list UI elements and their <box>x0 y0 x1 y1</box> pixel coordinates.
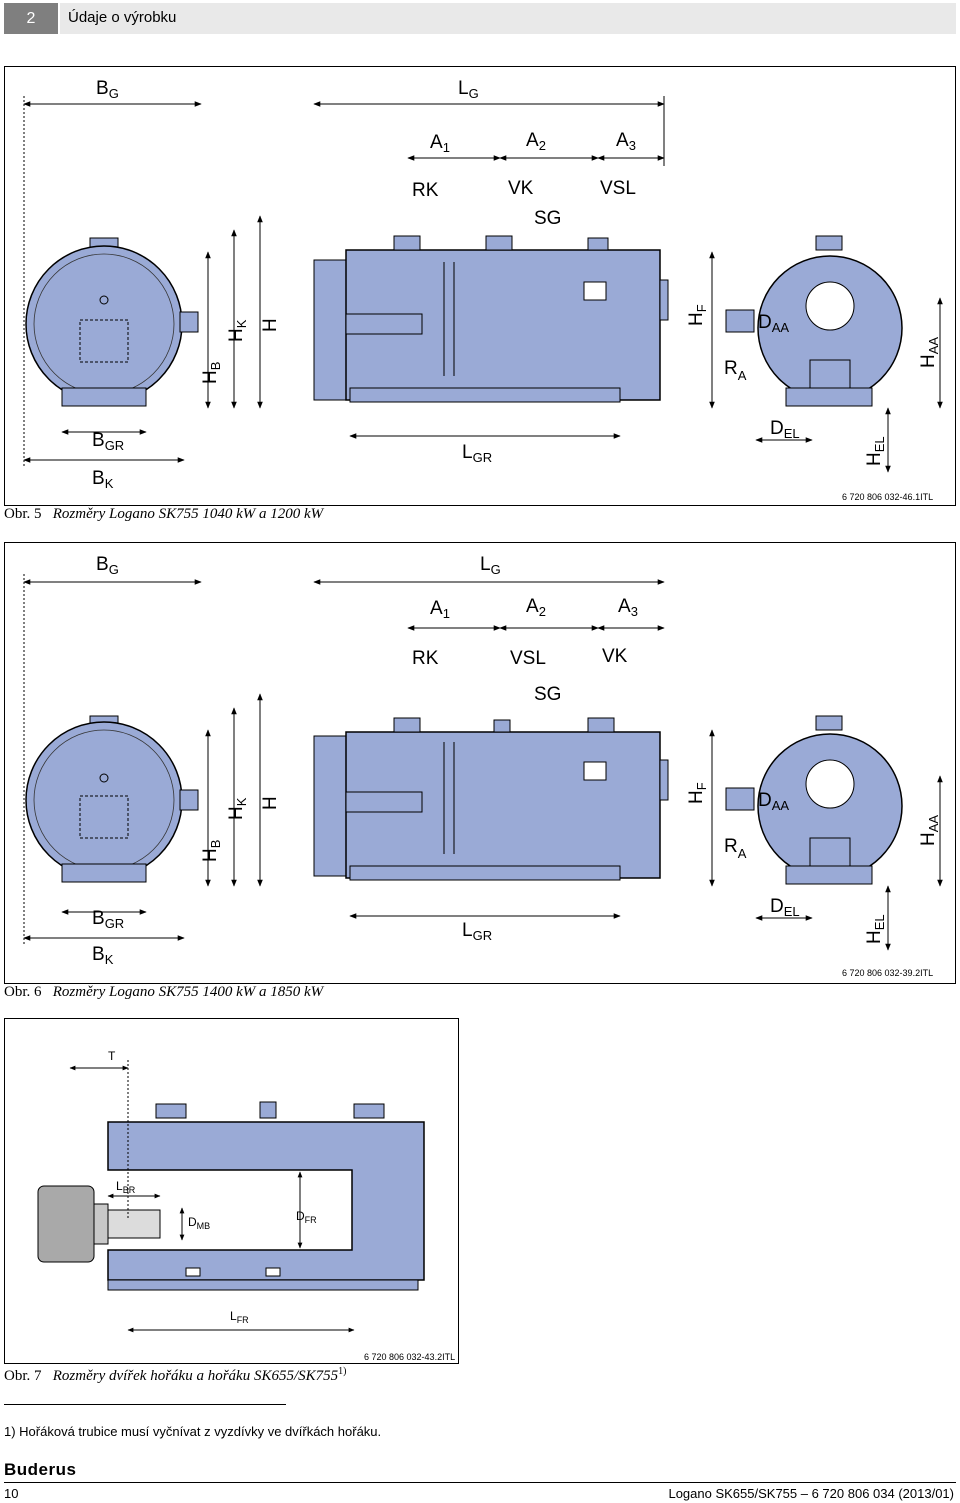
figure-5-caption: Obr. 5 Rozměry Logano SK755 1040 kW a 12… <box>4 506 324 522</box>
fig7-label-dfr: DFR <box>296 1209 317 1225</box>
fig6-label-lgr: LGR <box>462 920 492 943</box>
fig6-label-connection-2: VSL <box>510 648 546 669</box>
fig5-label-sg: SG <box>534 208 561 229</box>
fig5-label-a3: A3 <box>616 130 636 153</box>
fig5-label-bgr: BGR <box>92 430 124 453</box>
fig6-label-hf: HF <box>686 782 709 804</box>
fig5-label-a2: A2 <box>526 130 546 153</box>
footer-rule <box>4 1482 956 1483</box>
fig7-label-lbr: LBR <box>116 1179 136 1195</box>
fig6-label-bgr: BGR <box>92 908 124 931</box>
fig5-label-haa: HAA <box>918 337 941 368</box>
fig5-label-hk: HK <box>226 319 249 342</box>
fig5-label-bg: BG <box>96 78 119 101</box>
brand-logo: Buderus <box>4 1460 77 1479</box>
fig6-label-a2: A2 <box>526 596 546 619</box>
fig6-label-del: DEL <box>770 896 800 919</box>
fig6-label-ra: RA <box>724 836 747 861</box>
fig5-label-bk: BK <box>92 468 114 491</box>
fig6-label-hel: HEL <box>864 914 887 944</box>
fig6-label-sg: SG <box>534 684 561 705</box>
fig6-label-daa: DAA <box>758 790 789 813</box>
front-view-boiler <box>25 237 199 407</box>
side-view-boiler-6 <box>313 717 669 881</box>
footnote-rule <box>4 1404 286 1405</box>
rear-view-boiler <box>725 235 903 407</box>
fig7-label-t: T <box>108 1049 116 1063</box>
fig7-label-dmb: DMB <box>188 1215 210 1231</box>
side-view-boiler <box>313 235 669 403</box>
fig5-label-lgr: LGR <box>462 442 492 465</box>
fig5-label-del: DEL <box>770 418 800 441</box>
fig5-label-hf: HF <box>686 304 709 326</box>
figure-7-code: 6 720 806 032-43.2ITL <box>364 1352 456 1362</box>
figure-6-code: 6 720 806 032-39.2ITL <box>842 968 934 978</box>
page-number: 10 <box>4 1486 19 1501</box>
fig5-label-connection-2: VK <box>508 178 534 199</box>
fig6-label-a3: A3 <box>618 596 638 619</box>
fig6-label-hk: HK <box>226 797 249 820</box>
rear-view-boiler-6 <box>725 715 903 885</box>
fig5-label-ra: RA <box>724 358 747 383</box>
figure-7-caption: Obr. 7 Rozměry dvířek hořáku a hořáku SK… <box>4 1366 347 1384</box>
fig7-label-lfr: LFR <box>230 1309 249 1325</box>
burner <box>37 1185 161 1263</box>
fig6-label-bk: BK <box>92 944 114 967</box>
fig5-label-lg: LG <box>458 78 479 101</box>
fig6-label-a1: A1 <box>430 598 450 621</box>
fig5-label-connection-1: RK <box>412 180 439 201</box>
figure-6-caption: Obr. 6 Rozměry Logano SK755 1400 kW a 18… <box>4 984 324 1000</box>
chapter-title: Údaje o výrobku <box>68 9 177 26</box>
chapter-bar <box>60 3 956 34</box>
document-reference: Logano SK655/SK755 – 6 720 806 034 (2013… <box>668 1486 954 1501</box>
fig6-label-haa: HAA <box>918 815 941 846</box>
fig5-label-hb: HB <box>200 362 223 384</box>
fig5-label-hel: HEL <box>864 436 887 466</box>
fig6-label-bg: BG <box>96 554 119 577</box>
footnote: 1) Hořáková trubice musí vyčnívat z vyzd… <box>4 1424 382 1439</box>
fig5-label-h: H <box>260 318 281 332</box>
fig6-label-h: H <box>260 796 281 810</box>
fig6-label-hb: HB <box>200 840 223 862</box>
burner-door-boiler <box>107 1101 425 1291</box>
fig5-label-connection-3: VSL <box>600 178 636 199</box>
fig6-label-lg: LG <box>480 554 501 577</box>
figure-6-drawing: BG LG A1 A2 A3 RK VSL VK SG DAA RA BGR B… <box>23 554 943 967</box>
fig5-label-daa: DAA <box>758 312 789 335</box>
chapter-number: 2 <box>4 3 58 34</box>
fig6-label-connection-1: RK <box>412 648 439 669</box>
fig5-label-a1: A1 <box>430 132 450 155</box>
fig6-label-connection-3: VK <box>602 646 628 667</box>
figure-5-drawing: BG LG A1 A2 A3 RK VK VSL SG DAA RA BGR B… <box>23 78 943 491</box>
figure-7-drawing: T LBR DMB DFR LFR <box>37 1049 425 1333</box>
front-view-boiler-6 <box>25 715 199 883</box>
figure-5-code: 6 720 806 032-46.1ITL <box>842 492 934 502</box>
